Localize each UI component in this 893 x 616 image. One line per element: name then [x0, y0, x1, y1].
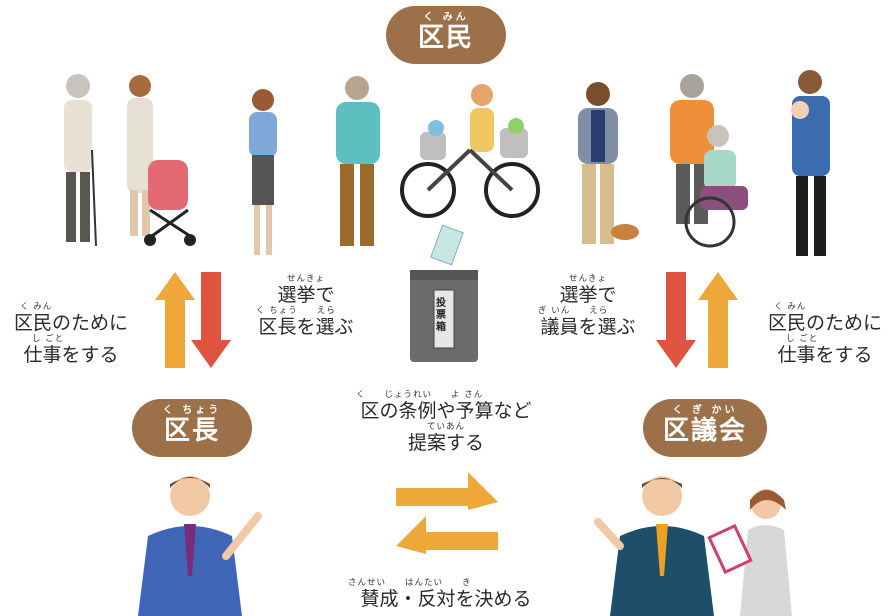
left-service-ruby1: く みん: [20, 302, 53, 312]
assembly-illustration: [594, 476, 792, 616]
woman-with-stroller-figure: [127, 75, 196, 246]
man-teal-sweater-figure: [336, 76, 380, 246]
woman-blue-jacket-figure: [249, 89, 277, 255]
elect-mayor-ruby2: く ちょう えら: [256, 306, 336, 316]
propose-line1: 区の条例や予算など: [360, 400, 532, 422]
residents-ruby: く みん: [423, 12, 469, 23]
residents-badge: く みん 区民: [386, 6, 506, 64]
propose-ruby2: ていあん: [426, 422, 465, 432]
left-arrow: [396, 516, 498, 554]
assembly-title: 区議会: [662, 416, 747, 446]
elect-members-line2: 議員を選ぶ: [540, 316, 636, 338]
left-service-label: く みん 区民のために し ごと 仕事をする: [8, 302, 134, 366]
elderly-woman-figure: [64, 74, 97, 247]
mayor-title: 区長: [163, 416, 220, 446]
mayor-illustration: [138, 476, 262, 616]
elect-members-label: せんきょ 選挙で ぎ いん えら 議員を選ぶ: [532, 274, 644, 338]
assembly-ruby: く ぎ かい: [672, 405, 738, 416]
right-service-line2: 仕事をする: [777, 344, 873, 366]
red-down-arrow: [191, 272, 231, 368]
bicycle-family-figure: [400, 84, 540, 218]
right-service-label: く みん 区民のために し ごと 仕事をする: [762, 302, 888, 366]
service-arrows-right: [656, 272, 738, 368]
elect-mayor-line1: 選挙で: [277, 284, 335, 306]
elect-members-line1: 選挙で: [559, 284, 617, 306]
service-arrows-left: [155, 272, 231, 368]
right-service-ruby1: く みん: [774, 302, 807, 312]
ballot-box-illustration: [410, 224, 478, 362]
elect-mayor-line2: 区長を選ぶ: [258, 316, 354, 338]
elect-members-ruby2: ぎ いん えら: [538, 306, 609, 316]
man-holding-baby-figure: [791, 70, 830, 256]
orange-up-arrow: [698, 272, 738, 368]
vote-label: さんせい はんたい き 賛成・反対を決める: [336, 578, 556, 610]
elect-mayor-ruby1: せんきょ: [286, 274, 325, 284]
mayor-ruby: く ちょう: [162, 405, 222, 416]
red-down-arrow: [656, 272, 696, 368]
left-service-line2: 仕事をする: [23, 344, 119, 366]
ballot-box-label: 投票箱: [436, 298, 446, 333]
exchange-arrows: [396, 472, 498, 554]
propose-ruby1: く じょうれい よ さん: [356, 390, 484, 400]
residents-title: 区民: [417, 23, 474, 53]
left-service-ruby2: し ごと: [32, 334, 65, 344]
man-with-wheelchair-figure: [670, 74, 748, 248]
right-service-line1: 区民のために: [767, 312, 882, 334]
elect-members-ruby1: せんきょ: [568, 274, 607, 284]
residents-illustration: [64, 70, 830, 256]
vote-ruby1: さんせい はんたい き: [348, 578, 472, 588]
elect-mayor-label: せんきょ 選挙で く ちょう えら 区長を選ぶ: [250, 274, 362, 338]
vote-line1: 賛成・反対を決める: [360, 588, 532, 610]
propose-label: く じょうれい よ さん 区の条例や予算など ていあん 提案する: [336, 390, 556, 454]
right-service-ruby2: し ごと: [786, 334, 819, 344]
propose-line2: 提案する: [407, 432, 484, 454]
left-service-line1: 区民のために: [13, 312, 128, 334]
assembly-badge: く ぎ かい 区議会: [643, 399, 767, 457]
orange-up-arrow: [155, 272, 195, 368]
man-with-dog-figure: [578, 82, 639, 244]
ballot-paper: [430, 224, 464, 266]
mayor-badge: く ちょう 区長: [132, 399, 252, 457]
right-arrow: [396, 472, 498, 510]
